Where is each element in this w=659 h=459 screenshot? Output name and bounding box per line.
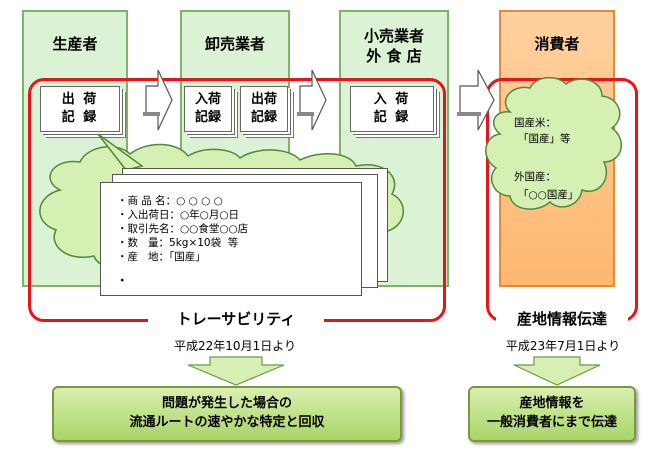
shipping-record-wholesaler-line1: 出荷 (250, 92, 277, 107)
record-line-partner: ・取引先名：○○食堂○○店 (117, 223, 249, 235)
flow-arrows (143, 69, 495, 131)
consumer-info-domestic-label: 国産米： (514, 117, 556, 129)
consumer-info-foreign-value: 「○○国産」 (518, 189, 579, 201)
column-producer-title: 生産者 (52, 35, 98, 53)
shipping-record-wholesaler-line2: 記録 (250, 110, 277, 125)
origin-info-result: 産地情報を 一般消費者にまで伝達 (468, 386, 636, 442)
consumer-info-domestic-value: 「国産」等 (518, 133, 571, 145)
record-line-origin: ・産 地：「国産」 (117, 251, 206, 263)
receiving-record-retailer-line1: 入 荷 (373, 92, 411, 107)
traceability-result-line1: 問題が発生した場合の (161, 396, 292, 411)
consumer-info-foreign-label: 外国産： (514, 171, 556, 183)
record-line-dot: ・ (117, 275, 128, 287)
down-arrow-traceability (187, 356, 285, 386)
traceability-result-line2: 流通ルートの速やかな特定と回収 (129, 415, 325, 430)
origin-info-label: 産地情報伝達 (496, 308, 628, 330)
record-line-date: ・入出荷日：○年○月○日 (117, 209, 239, 221)
down-arrow-origin (513, 356, 601, 386)
origin-info-result-line2: 一般消費者にまで伝達 (486, 415, 617, 430)
shipping-record-producer-line2: 記 録 (61, 110, 99, 125)
receiving-record-retailer-line2: 記 録 (373, 110, 411, 125)
column-retailer-title-1: 小売業者 (363, 27, 424, 45)
record-line-product: ・商 品 名：○ ○ ○ ○ (117, 195, 223, 207)
record-line-quantity: ・数 量：5kg×10袋 等 (117, 237, 239, 249)
origin-info-date: 平成23年7月1日より (505, 339, 621, 353)
receiving-record-retailer: 入 荷 記 録 (350, 86, 434, 132)
receiving-record-wholesaler: 入荷 記録 (184, 86, 232, 132)
column-retailer-title-2: 外 食 店 (366, 47, 422, 65)
traceability-result: 問題が発生した場合の 流通ルートの速やかな特定と回収 (52, 386, 402, 442)
traceability-label: トレーサビリティ (148, 308, 324, 330)
down-arrows (187, 356, 601, 386)
column-consumer-title: 消費者 (534, 35, 580, 53)
shipping-record-wholesaler: 出荷 記録 (240, 86, 288, 132)
receiving-record-wholesaler-line1: 入荷 (194, 92, 221, 107)
shipping-record-producer-line1: 出 荷 (61, 92, 99, 107)
column-wholesaler-title: 卸売業者 (204, 35, 265, 53)
cloud-shape-consumer (485, 76, 622, 210)
traceability-date: 平成22年10月1日より (174, 339, 296, 353)
shipping-record-producer: 出 荷 記 録 (40, 86, 120, 132)
record-paper: ・商 品 名：○ ○ ○ ○ ・入出荷日：○年○月○日 ・取引先名：○○食堂○○… (100, 182, 362, 296)
receiving-record-wholesaler-line2: 記録 (194, 110, 221, 125)
origin-info-result-line1: 産地情報を (519, 396, 585, 411)
